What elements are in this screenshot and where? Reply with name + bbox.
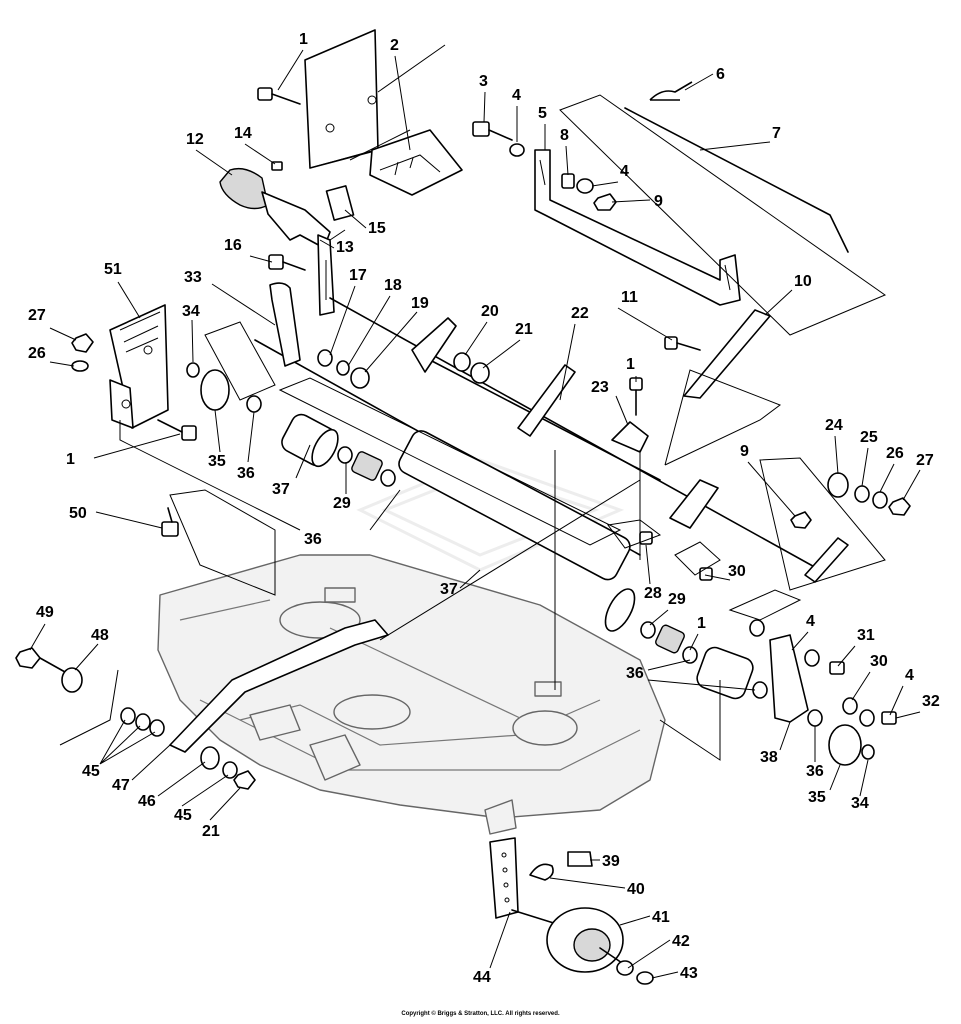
part-label: 22 <box>571 305 589 322</box>
part-label: 36 <box>806 763 824 780</box>
part-label: 31 <box>857 627 875 644</box>
part-label: 36 <box>626 665 644 682</box>
part-label: 34 <box>851 795 869 812</box>
part-label: 29 <box>333 495 351 512</box>
part-label: 20 <box>481 303 499 320</box>
part-label: 2 <box>390 37 399 54</box>
part-label: 28 <box>644 585 662 602</box>
part-label: 11 <box>621 289 638 306</box>
part-label: 3 <box>479 73 488 90</box>
part-label: 1 <box>299 31 308 48</box>
part-label: 37 <box>440 581 458 598</box>
deck-spindle-center <box>333 694 411 730</box>
part-label: 10 <box>794 273 812 290</box>
deck-spindle-left <box>279 601 361 639</box>
part-label: 49 <box>36 604 54 621</box>
part-label: 4 <box>512 87 521 104</box>
part-label: 18 <box>384 277 402 294</box>
part-label: 47 <box>112 777 130 794</box>
part-label: 39 <box>602 853 620 870</box>
part-label: 9 <box>654 193 663 210</box>
part-label: 29 <box>668 591 686 608</box>
part-label: 43 <box>680 965 698 982</box>
part-label: 50 <box>69 505 87 522</box>
part-label: 23 <box>591 379 609 396</box>
part-label: 30 <box>870 653 888 670</box>
part-labels: 1 2 3 4 5 6 7 8 4 9 12 14 15 13 16 17 18… <box>28 31 940 986</box>
part-label: 32 <box>922 693 940 710</box>
part-label: 24 <box>825 417 843 434</box>
part-label: 4 <box>806 613 815 630</box>
part-label: 8 <box>560 127 569 144</box>
part-label: 33 <box>184 269 202 286</box>
part-label: 27 <box>28 307 46 324</box>
part-label: 35 <box>208 453 226 470</box>
mower-deck <box>157 554 666 835</box>
part-label: 13 <box>336 239 354 256</box>
part-label: 41 <box>652 909 670 926</box>
part-label: 1 <box>626 356 635 373</box>
fasteners <box>15 87 911 881</box>
rear-lift-bracket <box>534 149 741 306</box>
part-label: 38 <box>760 749 778 766</box>
gauge-wheel-assembly <box>489 837 654 985</box>
part-label: 35 <box>808 789 826 806</box>
lift-arm-left <box>269 282 301 367</box>
part-label: 45 <box>174 807 192 824</box>
part-label: 45 <box>82 763 100 780</box>
part-label: 6 <box>716 66 725 83</box>
roller-assembly <box>200 369 862 766</box>
part-label: 7 <box>772 125 781 142</box>
part-label: 26 <box>28 345 46 362</box>
hair-pin <box>649 81 693 101</box>
part-label: 1 <box>697 615 706 632</box>
part-label: 34 <box>182 303 200 320</box>
link-bracket <box>669 479 719 529</box>
part-label: 4 <box>620 163 629 180</box>
part-label: 36 <box>304 531 322 548</box>
part-label: 26 <box>886 445 904 462</box>
part-label: 19 <box>411 295 429 312</box>
lift-arm-right <box>804 537 849 583</box>
pivot-bracket <box>769 634 809 723</box>
part-label: 4 <box>905 667 914 684</box>
part-label: 17 <box>349 267 367 284</box>
part-label: 42 <box>672 933 690 950</box>
shaft-clamp <box>611 421 649 453</box>
mounting-plate <box>304 29 463 196</box>
part-label: 30 <box>728 563 746 580</box>
part-label: 46 <box>138 793 156 810</box>
part-label: 40 <box>627 881 645 898</box>
lift-rod <box>624 107 849 253</box>
part-label: 12 <box>186 131 204 148</box>
part-label: 21 <box>202 823 220 840</box>
lift-arm-center <box>517 364 576 437</box>
deck-spindle-right <box>512 710 578 746</box>
part-label: 9 <box>740 443 749 460</box>
part-label: 51 <box>104 261 122 278</box>
leader-lines <box>29 49 921 979</box>
part-label: 15 <box>368 220 386 237</box>
height-bracket <box>109 304 169 429</box>
shaft-collar-bracket <box>411 317 457 373</box>
part-label: 1 <box>66 451 75 468</box>
part-label: 37 <box>272 481 290 498</box>
part-label: 16 <box>224 237 242 254</box>
part-label: 48 <box>91 627 109 644</box>
part-label: 5 <box>538 105 547 122</box>
part-label: 14 <box>234 125 252 142</box>
copyright-notice: Copyright © Briggs & Stratton, LLC. All … <box>401 1011 560 1017</box>
assembly-outline-boxes <box>119 44 887 761</box>
part-label: 25 <box>860 429 878 446</box>
part-label: 36 <box>237 465 255 482</box>
lift-lever <box>219 167 355 316</box>
part-label: 44 <box>473 969 491 986</box>
part-label: 21 <box>515 321 533 338</box>
part-label: 27 <box>916 452 934 469</box>
